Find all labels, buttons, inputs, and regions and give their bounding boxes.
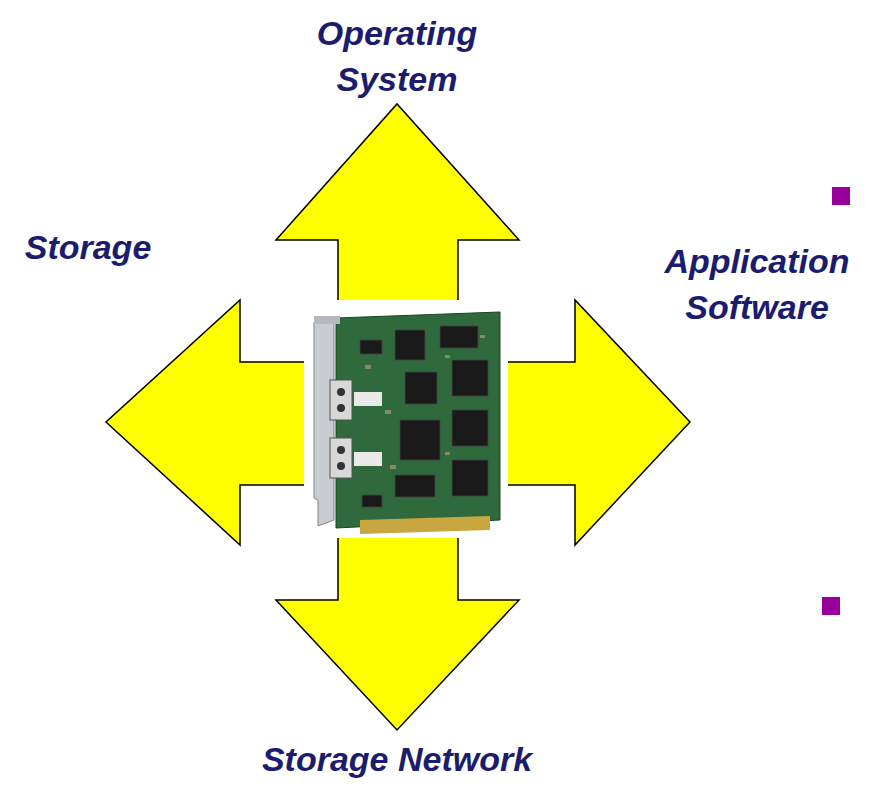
pcb (336, 312, 500, 528)
bullet-square (822, 597, 840, 615)
direction-arrows (106, 104, 690, 730)
card-ground (304, 300, 508, 538)
fiber-port (330, 380, 352, 420)
arrow-down (276, 535, 519, 730)
direction-label: Operating System (277, 10, 517, 102)
direction-label: Storage (8, 224, 168, 270)
bracket (314, 318, 334, 526)
direction-label: Application Software (637, 238, 877, 330)
bracket-tab (314, 316, 340, 324)
small-parts (365, 335, 485, 469)
arrow-up (276, 104, 519, 305)
port-sticker (354, 392, 382, 406)
finger-lines (370, 517, 478, 533)
hba-card (314, 312, 500, 534)
chips (360, 326, 488, 507)
gold-fingers (360, 516, 490, 534)
fiber-port (330, 438, 352, 478)
direction-label: Storage Network (177, 736, 617, 782)
port-sticker (354, 452, 382, 466)
arrow-right (505, 300, 690, 545)
arrow-left (106, 300, 310, 545)
bullet-square (832, 187, 850, 205)
